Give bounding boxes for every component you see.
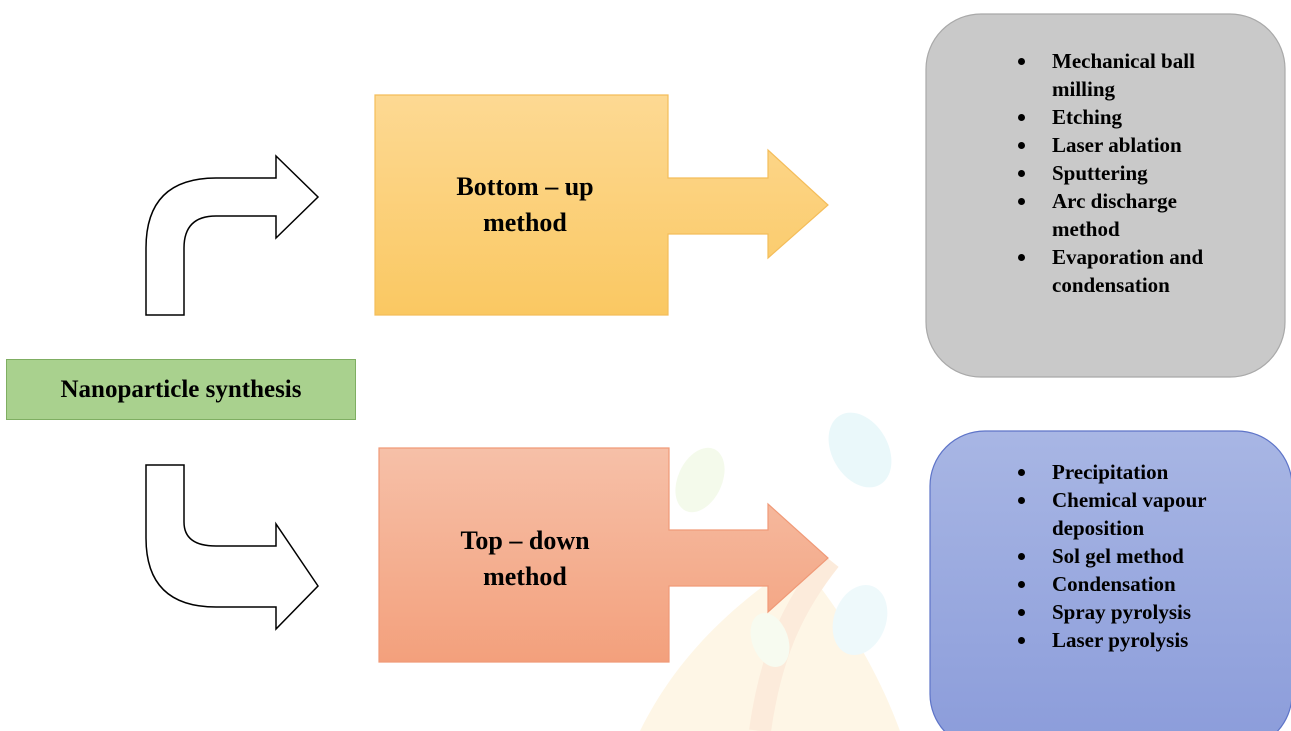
top-down-methods-box	[929, 430, 1291, 731]
list-item: Condensation	[1010, 570, 1285, 598]
bottom-up-method-label: Bottom – up method	[380, 160, 670, 250]
list-item: Etching	[1010, 103, 1280, 131]
list-item: Sputtering	[1010, 159, 1280, 187]
top-down-title-line1: Top – down	[460, 526, 590, 555]
nanoparticle-synthesis-node: Nanoparticle synthesis	[6, 359, 356, 420]
list-item: Precipitation	[1010, 458, 1285, 486]
bottom-up-methods-box	[925, 13, 1286, 378]
bottom-up-block-arrow	[374, 94, 829, 316]
origin-label: Nanoparticle synthesis	[60, 375, 302, 403]
bent-arrow-up-right-outline	[145, 154, 320, 316]
bent-arrow-down-right-outline	[145, 464, 319, 631]
bottom-up-title-line2: method	[483, 208, 567, 237]
top-down-method-label: Top – down method	[380, 514, 670, 604]
top-down-block-arrow	[378, 447, 829, 663]
list-item: Laser pyrolysis	[1010, 626, 1285, 654]
bottom-up-title-line1: Bottom – up	[456, 172, 594, 201]
list-item: Sol gel method	[1010, 542, 1285, 570]
list-item: Spray pyrolysis	[1010, 598, 1285, 626]
top-down-title-line2: method	[483, 562, 567, 591]
list-item: Laser ablation	[1010, 131, 1280, 159]
watermark-tree	[640, 412, 900, 731]
